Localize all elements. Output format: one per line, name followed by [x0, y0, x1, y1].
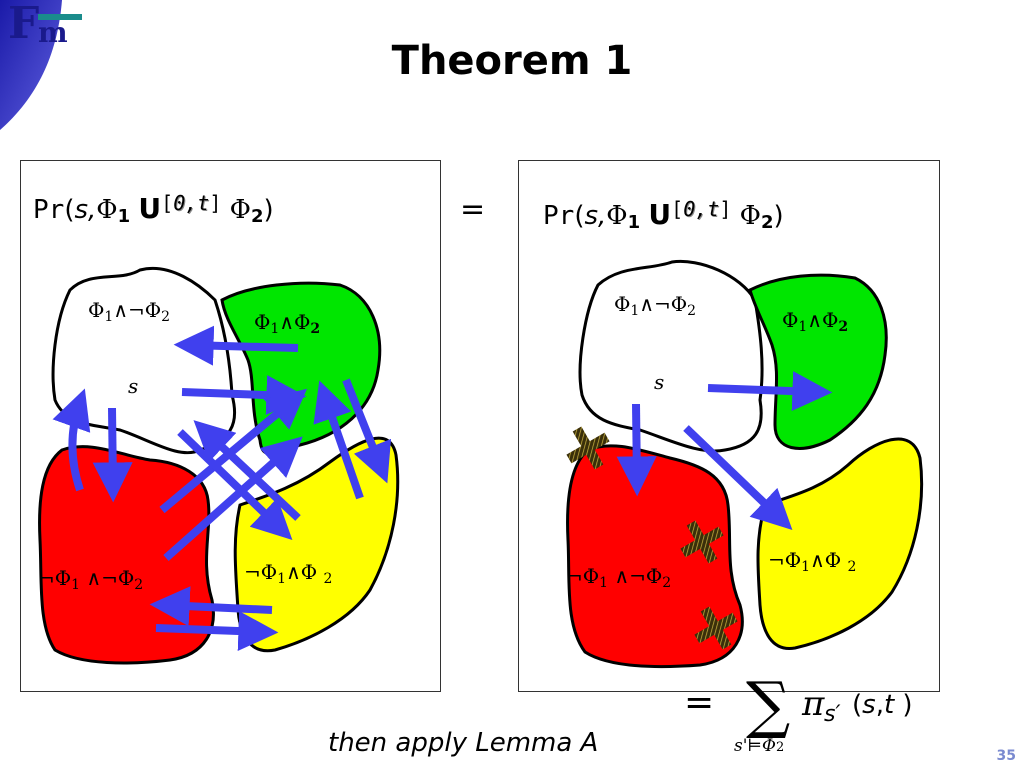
pi-arguments: (s,t ): [852, 690, 913, 720]
left-yellow-label: ¬Φ1∧Φ 2: [244, 560, 333, 587]
right-white-region: [578, 259, 764, 453]
left-white-region: [51, 266, 237, 455]
logo: F m: [8, 0, 82, 50]
left-green-region: [220, 281, 382, 456]
arrow-icon: [163, 436, 303, 561]
time-interval: [0,t]: [671, 197, 732, 221]
left-arrows: [52, 325, 392, 652]
right-arrows: [616, 371, 833, 530]
arrow-icon: [683, 425, 793, 530]
logo-bar: [38, 14, 82, 20]
arrow-icon: [193, 420, 301, 521]
left-red-label: ¬Φ1 ∧¬Φ2: [38, 566, 144, 593]
right-state-s: s: [654, 370, 665, 394]
logo-letter-f: F: [8, 0, 40, 49]
left-formula: Pr(s,Φ1 U[0,t] Φ2): [33, 191, 274, 227]
arrow-icon: [149, 586, 273, 627]
sum-equals: =: [684, 682, 715, 723]
arrow-icon: [181, 375, 307, 416]
cross-mark-icon: [566, 426, 610, 470]
cross-mark-icon: [680, 520, 724, 564]
slide-title: Theorem 1: [391, 38, 633, 84]
arrow-icon: [342, 378, 392, 484]
logo-letter-m: m: [38, 16, 68, 49]
right-yellow-region: [756, 437, 924, 650]
right-white-label: Φ1∧¬Φ2: [614, 292, 697, 319]
page-number: 35: [996, 748, 1016, 764]
cross-marks: [566, 426, 738, 650]
right-red-region: [566, 444, 744, 669]
corner-swoosh-decoration: [0, 0, 62, 130]
time-interval: [0,t]: [161, 191, 222, 215]
right-yellow-label: ¬Φ1∧Φ 2: [768, 548, 857, 575]
left-green-label: Φ1∧Φ2: [254, 310, 321, 337]
arrow-icon: [173, 325, 299, 366]
left-white-label: Φ1∧¬Φ2: [88, 298, 171, 325]
right-formula: Pr(s,Φ1 U[0,t] Φ2): [543, 197, 784, 233]
sum-expression: = ∑ π s′ (s,t ) s'⊨Φ2: [684, 668, 944, 766]
left-state-s: s: [128, 374, 139, 398]
pi-symbol: π: [802, 684, 825, 724]
arrow-icon: [616, 403, 657, 497]
arrow-icon: [52, 388, 91, 492]
cross-mark-icon: [694, 606, 738, 650]
pi-subscript: s′: [824, 702, 841, 727]
caption: then apply Lemma A: [328, 728, 599, 758]
right-red-label: ¬Φ1 ∧¬Φ2: [566, 564, 672, 591]
equals-sign: =: [460, 192, 486, 227]
arrow-icon: [155, 611, 279, 652]
arrow-icon: [707, 371, 833, 412]
sigma-symbol: ∑: [746, 668, 791, 741]
right-green-region: [748, 273, 888, 450]
sum-index: s'⊨Φ2: [734, 736, 785, 756]
arrow-icon: [92, 407, 133, 503]
right-green-label: Φ1∧Φ2: [782, 308, 849, 335]
